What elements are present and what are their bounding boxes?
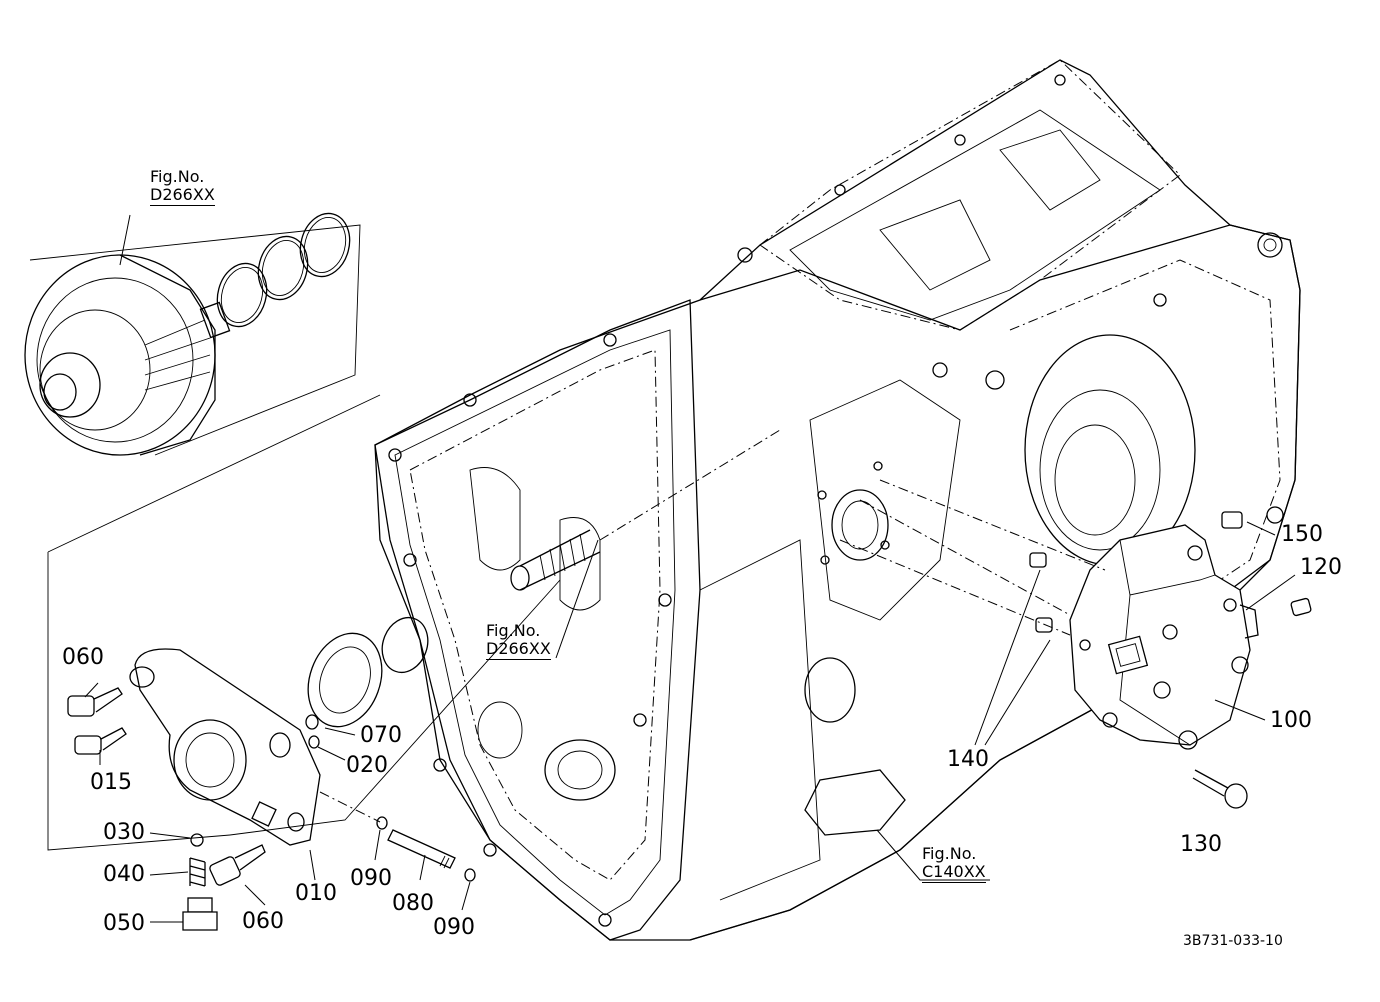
- part-label-120: 120: [1300, 555, 1342, 580]
- bolt-060-upper: [67, 687, 123, 717]
- figure-ref-code: C140XX: [922, 862, 986, 883]
- o-ring-set: [216, 212, 351, 328]
- o-ring-090-b: [464, 868, 476, 882]
- part-label-080: 080: [392, 891, 434, 916]
- figure-ref-center: Fig.No. D266XX: [486, 622, 551, 660]
- document-id: 3B731-033-10: [1183, 933, 1283, 949]
- part-label-150: 150: [1281, 522, 1323, 547]
- part-label-030: 030: [103, 820, 145, 845]
- o-ring-070: [305, 714, 319, 730]
- part-label-050: 050: [103, 911, 145, 936]
- figure-ref-prefix: Fig.No.: [486, 621, 541, 640]
- part-label-020: 020: [346, 753, 388, 778]
- stud-015: [74, 727, 127, 755]
- part-label-090-b: 090: [433, 915, 475, 940]
- figure-ref-prefix: Fig.No.: [922, 844, 977, 863]
- dowel-pins-140: [1029, 552, 1053, 633]
- figure-ref-code: D266XX: [150, 185, 215, 206]
- leader-lines: [84, 214, 1296, 923]
- part-label-090-a: 090: [350, 866, 392, 891]
- pipe-080: [387, 829, 456, 869]
- part-label-060-lower: 060: [242, 909, 284, 934]
- figure-ref-code: D266XX: [486, 639, 551, 660]
- figure-ref-top-left: Fig.No. D266XX: [150, 168, 215, 206]
- bolt-060-lower: [209, 844, 266, 886]
- figure-ref-prefix: Fig.No.: [150, 167, 205, 186]
- plug-120: [1290, 597, 1312, 617]
- spring-040: [189, 857, 206, 887]
- bearing-and-seal: [307, 616, 429, 728]
- part-label-060-upper: 060: [62, 645, 104, 670]
- part-label-070: 070: [360, 723, 402, 748]
- part-label-100: 100: [1270, 708, 1312, 733]
- plug-150: [1221, 511, 1243, 529]
- part-label-040: 040: [103, 862, 145, 887]
- bolt-130: [1192, 769, 1248, 809]
- part-label-130: 130: [1180, 832, 1222, 857]
- valve-block-100: [1069, 524, 1259, 750]
- transmission-housing: [374, 59, 1301, 941]
- part-label-140: 140: [947, 747, 989, 772]
- clutch-pack-assembly: [24, 254, 231, 456]
- lever-assembly-010: [129, 648, 321, 846]
- figure-ref-bottom: Fig.No. C140XX: [922, 845, 986, 883]
- part-label-010: 010: [295, 881, 337, 906]
- part-label-015: 015: [90, 770, 132, 795]
- o-ring-090-a: [376, 816, 388, 830]
- ball-030: [190, 833, 204, 847]
- plug-020: [308, 735, 320, 749]
- plug-050: [182, 897, 218, 931]
